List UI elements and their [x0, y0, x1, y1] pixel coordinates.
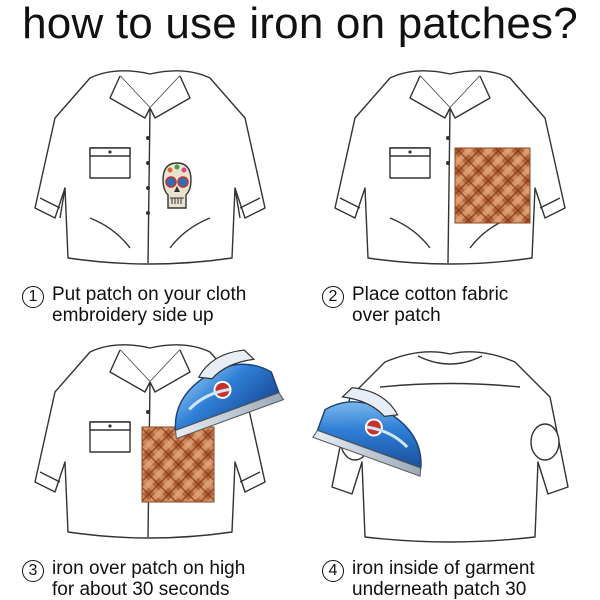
steam-iron-icon [174, 349, 285, 440]
shirt-front-icon [20, 58, 280, 278]
plaid-fabric-icon [141, 426, 215, 503]
skull-patch-icon [162, 162, 192, 209]
step-4-panel: 4 iron inside of garment underneath patc… [300, 326, 600, 600]
shirt-front-icon [320, 58, 580, 278]
step-3-panel: 3 iron over patch on high for about 30 s… [0, 326, 300, 600]
step-text-line: iron inside of garment [352, 558, 535, 579]
plaid-fabric-icon [454, 147, 531, 224]
step-3-caption: 3 iron over patch on high for about 30 s… [0, 558, 300, 600]
shirt-front-icon [20, 332, 285, 552]
step-text-line: underneath patch 30 [352, 579, 527, 600]
step-text-line: over patch [352, 305, 441, 326]
step-number: 2 [322, 286, 344, 308]
step-text-line: Place cotton fabric [352, 284, 509, 305]
step-number: 4 [322, 560, 344, 582]
step-2-panel: 2 Place cotton fabric over patch [300, 52, 600, 326]
step-number: 1 [22, 286, 44, 308]
step-1-caption: 1 Put patch on your cloth embroidery sid… [0, 284, 300, 326]
step-1-panel: 1 Put patch on your cloth embroidery sid… [0, 52, 300, 326]
step-text-line: iron over patch on high [52, 558, 246, 579]
step-number: 3 [22, 560, 44, 582]
page-title: how to use iron on patches? [22, 0, 578, 48]
steam-iron-icon [312, 387, 422, 477]
shirt-back-icon [312, 332, 580, 552]
step-2-caption: 2 Place cotton fabric over patch [300, 284, 600, 326]
step-text-line: Put patch on your cloth [52, 284, 247, 305]
step-text-line: for about 30 seconds [52, 579, 230, 600]
step-4-caption: 4 iron inside of garment underneath patc… [300, 558, 600, 600]
step-text-line: embroidery side up [52, 305, 214, 326]
